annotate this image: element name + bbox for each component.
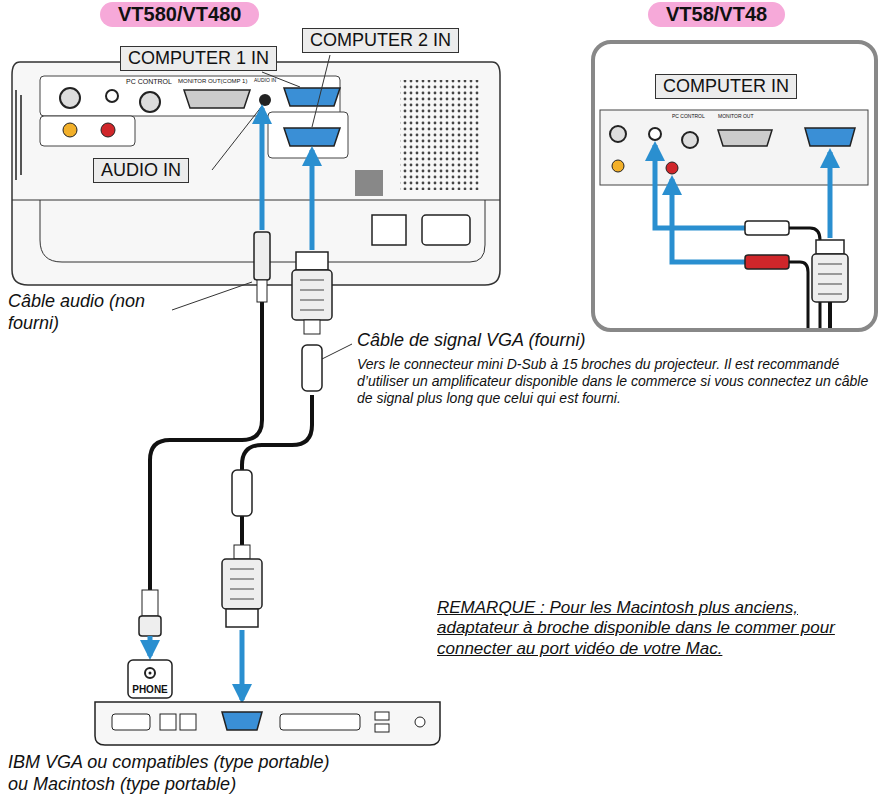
model-tag: VT58/VT48 [648, 2, 785, 27]
panel-label: MONITOR OUT(COMP 1) [178, 78, 252, 84]
port-callout: COMPUTER IN [655, 74, 797, 99]
inset-panel [593, 42, 876, 330]
panel-label: PC CONTROL [672, 114, 712, 119]
note-text: Câble de signal VGA (fourni) [357, 330, 857, 352]
note-text: IBM VGA ou compatibles (type portable) o… [8, 752, 338, 795]
note-text: REMARQUE : Pour les Macintosh plus ancie… [437, 598, 877, 659]
node-text: AUDIO IN [101, 160, 181, 181]
node-text: COMPUTER 1 IN [128, 48, 269, 69]
panel-label: MONITOR OUT [718, 114, 768, 119]
node-text: COMPUTER 2 IN [310, 30, 451, 51]
audio-cable [128, 108, 270, 698]
port-callout: COMPUTER 1 IN [120, 46, 277, 71]
note-text: Vers le connecteur mini D-Sub à 15 broch… [357, 356, 879, 406]
note-text: Câble audio (non fourni) [8, 291, 173, 334]
port-callout: COMPUTER 2 IN [302, 28, 459, 53]
vga-cable [222, 150, 332, 700]
node-text: VT580/VT480 [118, 3, 241, 26]
port-callout: AUDIO IN [93, 158, 189, 183]
panel-label: PC CONTROL [126, 78, 176, 85]
panel-label: AUDIO IN [254, 78, 282, 83]
node-text: COMPUTER IN [663, 76, 789, 97]
projector [12, 62, 500, 285]
model-tag: VT580/VT480 [100, 2, 259, 27]
laptop [95, 702, 440, 745]
jack-label: PHONE [128, 684, 172, 696]
node-text: VT58/VT48 [666, 3, 767, 26]
